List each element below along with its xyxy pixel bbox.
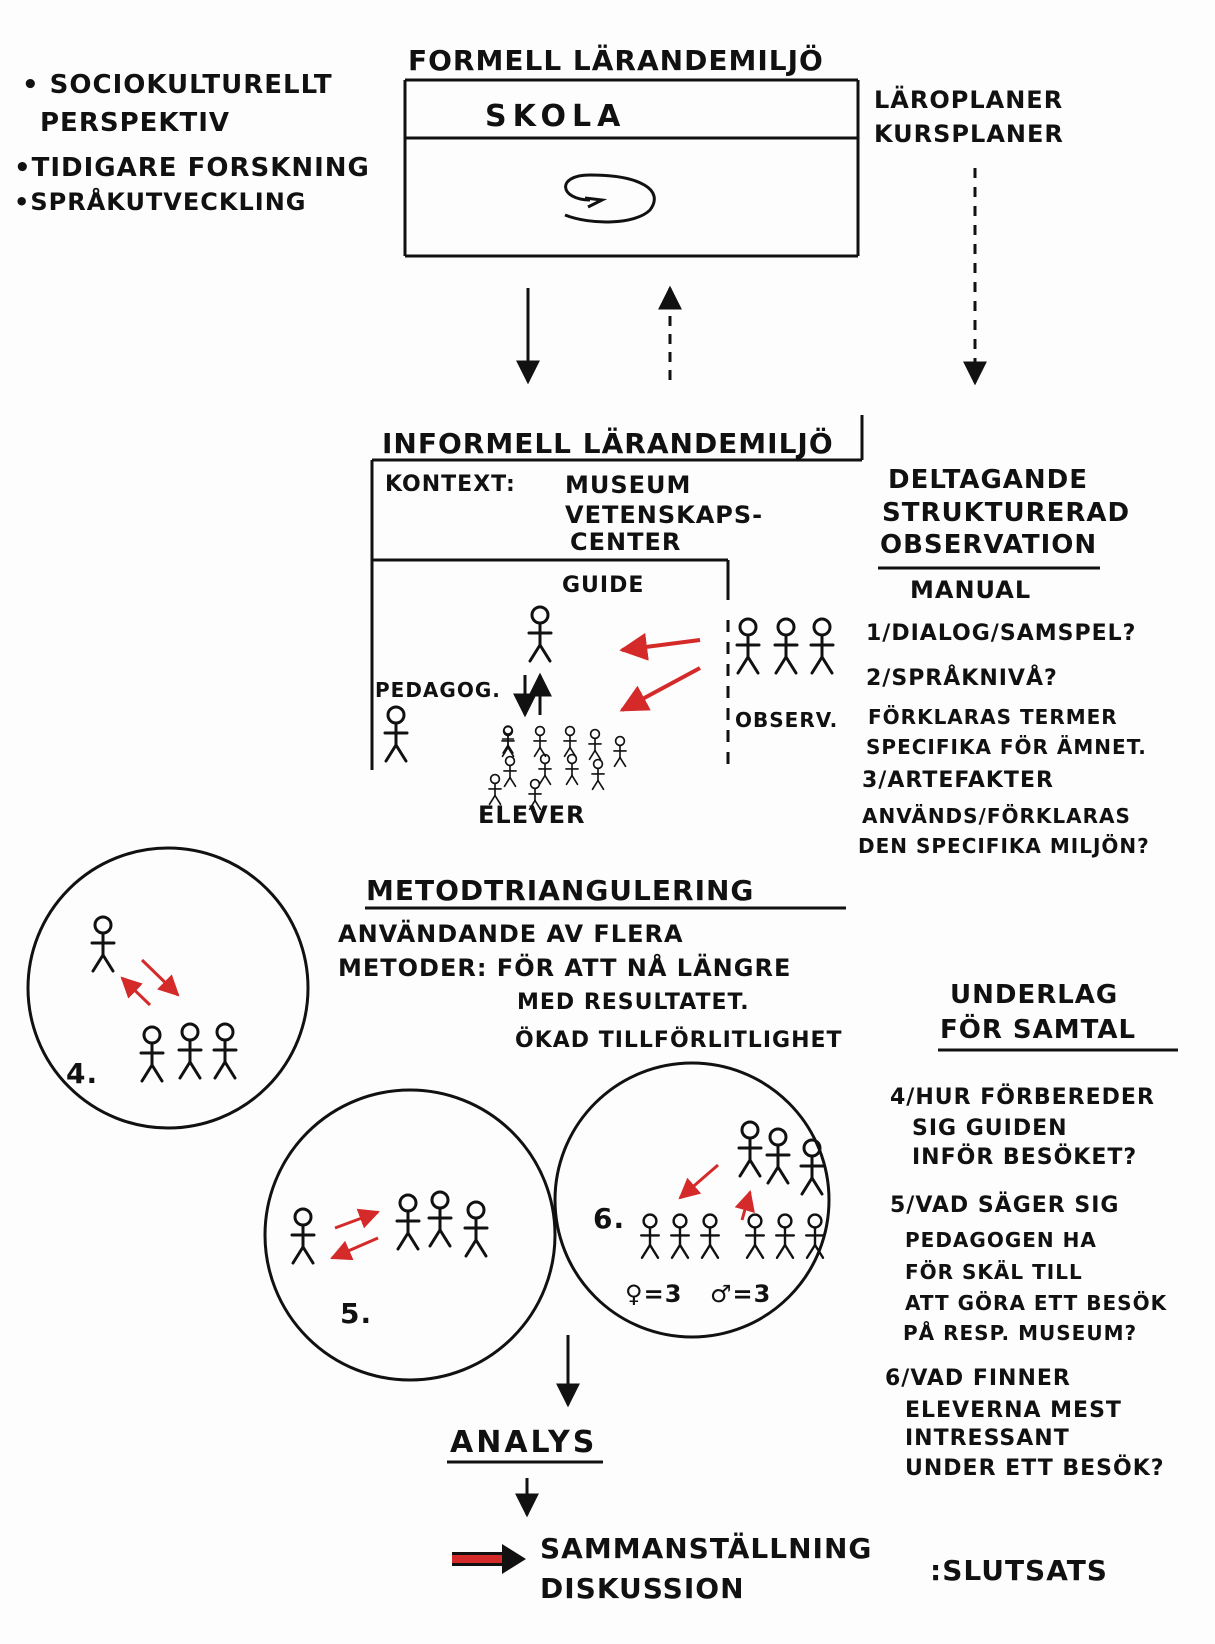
c6-red-arrow-down [678,1163,719,1200]
c6-guide-figure-1 [737,1120,763,1178]
formal-title: FORMELL LÄRANDEMILJÖ [408,44,824,77]
observation-q2: 2/SPRÅKNIVÅ? [866,666,1058,691]
observation-q2-line2: SPECIFIKA FÖR ÄMNET. [866,735,1147,759]
observation-title-1: DELTAGANDE [888,465,1089,495]
method-line2: METODER: FÖR ATT NÅ LÄNGRE [338,954,792,982]
c6-students [640,1213,825,1260]
underlag-q5-5: PÅ RESP. MUSEUM? [903,1321,1138,1345]
c5-student-figure-3 [463,1200,489,1258]
note-previous-research: •TIDIGARE FORSKNING [14,153,370,183]
context-museum: MUSEUM [565,471,692,499]
context-science-1: VETENSKAPS- [565,501,764,529]
underlag-q4-3: INFÖR BESÖKET? [912,1145,1138,1170]
underlag-title-1: UNDERLAG [950,980,1119,1010]
red-arrow-observer-to-students [619,666,701,712]
underlag-q6-1: 6/VAD FINNER [885,1366,1071,1391]
sammanstallning-label: SAMMANSTÄLLNING [540,1532,873,1565]
guide-figure [527,605,553,663]
circle-4-label: 4. [66,1057,99,1090]
c6-red-arrow-up [734,1189,755,1221]
c5-student-figure-2 [427,1190,453,1248]
circle-6-label: 6. [593,1202,626,1235]
c5-red-arrow-left [330,1236,379,1261]
circle-6 [553,1061,831,1339]
observation-title-2: STRUKTURERAD [882,498,1131,528]
formal-note-laroplaner: LÄROPLANER [874,86,1064,114]
observation-title-3: OBSERVATION [880,530,1098,560]
context-label: KONTEXT: [385,472,516,497]
c4-guide-figure [90,915,116,973]
underlag-q5-1: 5/VAD SÄGER SIG [890,1193,1120,1218]
underlag-q4-1: 4/HUR FÖRBEREDER [890,1085,1155,1110]
circle-5 [263,1088,557,1382]
method-line4: ÖKAD TILLFÖRLITLIGHET [515,1028,843,1053]
formal-box-label: SKOLA [485,99,627,134]
observer-label: OBSERV. [735,708,839,732]
pedagog-label: PEDAGOG. [375,678,501,702]
slutsats-label: :SLUTSATS [930,1554,1108,1587]
underlag-q5-4: ATT GÖRA ETT BESÖK [905,1291,1168,1315]
method-line3: MED RESULTATET. [517,990,750,1015]
observer-figure-1 [735,617,761,675]
c4-student-figure-3 [212,1022,238,1080]
observation-manual: MANUAL [910,576,1032,604]
red-arrow-observer-to-guide [619,632,701,661]
circle-5-label: 5. [340,1297,373,1330]
c5-guide-figure [290,1207,316,1265]
note-sociocultural: • SOCIOKULTURELLT [22,70,333,100]
observer-figure-2 [773,617,799,675]
red-thick-arrow [452,1544,526,1574]
analys-label: ANALYS [450,1425,598,1460]
c4-red-arrow-up [120,976,152,1007]
c6-guide-figure-3 [799,1138,825,1196]
formal-note-kursplaner: KURSPLANER [874,120,1064,148]
observation-q3: 3/ARTEFAKTER [862,768,1054,793]
note-language-development: •SPRÅKUTVECKLING [14,188,307,216]
guide-label: GUIDE [562,573,645,598]
formal-box [403,78,860,258]
observer-figure-3 [809,617,835,675]
diskussion-label: DISKUSSION [540,1572,745,1605]
pedagog-figure [383,705,409,763]
informal-title: INFORMELL LÄRANDEMILJÖ [382,427,834,460]
cycle-icon [564,173,656,224]
underlag-q6-3: INTRESSANT [905,1426,1070,1451]
method-line1: ANVÄNDANDE AV FLERA [338,920,684,948]
underlag-q5-2: PEDAGOGEN HA [905,1228,1097,1252]
c5-red-arrow-right [334,1208,380,1230]
note-perspective: PERSPEKTIV [40,108,231,138]
underlag-title-2: FÖR SAMTAL [940,1015,1137,1045]
underlag-q6-4: UNDER ETT BESÖK? [905,1456,1165,1481]
context-science-2: CENTER [570,528,682,556]
male-count: ♂=3 [710,1280,772,1308]
c4-student-figure-2 [177,1022,203,1080]
method-title: METODTRIANGULERING [366,874,755,907]
circle-4 [26,846,310,1130]
observation-q3-line2: DEN SPECIFIKA MILJÖN? [858,834,1150,858]
c4-red-arrow-down [140,958,180,997]
female-count: ♀=3 [625,1280,683,1308]
observation-q2-line1: FÖRKLARAS TERMER [868,705,1118,729]
informal-box [370,415,864,770]
observation-q1: 1/DIALOG/SAMSPEL? [866,621,1137,646]
underlag-q4-2: SIG GUIDEN [912,1116,1068,1141]
c4-student-figure-1 [139,1025,165,1083]
students-label: ELEVER [478,801,586,829]
underlag-q5-3: FÖR SKÄL TILL [905,1260,1083,1284]
underlag-q6-2: ELEVERNA MEST [905,1398,1122,1423]
c6-guide-figure-2 [765,1127,791,1185]
observation-q3-line1: ANVÄNDS/FÖRKLARAS [862,804,1131,828]
c5-student-figure-1 [395,1193,421,1251]
